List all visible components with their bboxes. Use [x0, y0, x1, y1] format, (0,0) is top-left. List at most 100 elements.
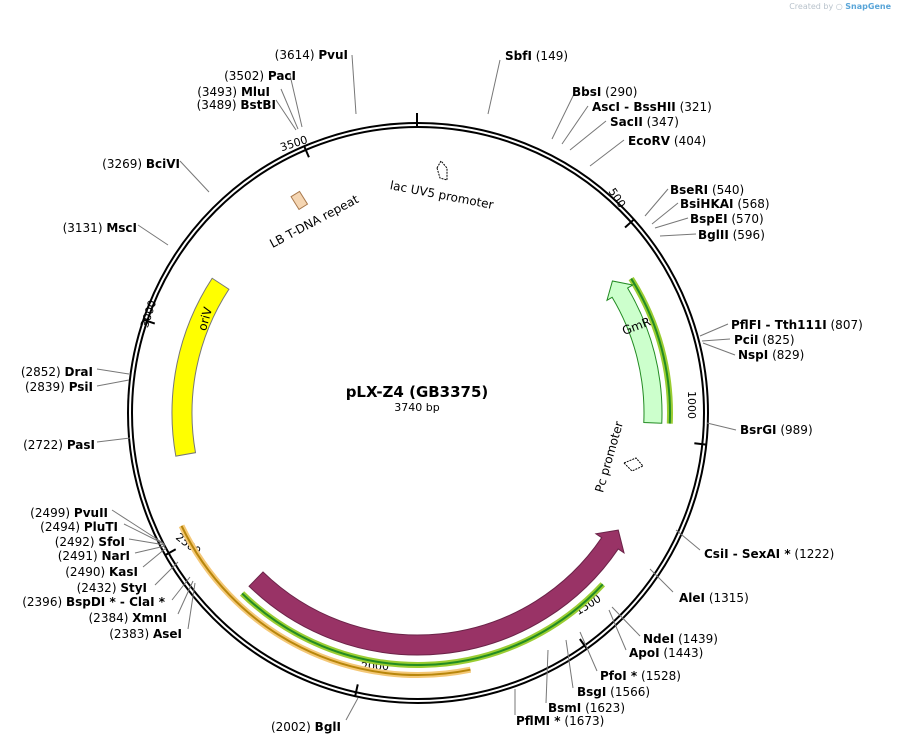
enzyme-leader-line: [487, 59, 501, 115]
enzyme-name: EcoRV: [628, 134, 671, 148]
feature-lb-tdna-repeat[interactable]: LB T-DNA repeat: [267, 190, 361, 251]
enzyme-leader-line: [561, 105, 589, 145]
enzyme-position: (2396): [22, 595, 62, 609]
enzyme-site-sacii[interactable]: SacII (347): [569, 115, 679, 151]
tick-mark: [579, 638, 588, 650]
enzyme-site-sfoi[interactable]: (2492) SfoI: [55, 535, 166, 549]
enzyme-leader-line: [345, 697, 359, 721]
enzyme-position: (2383): [109, 627, 149, 641]
feature-gmr[interactable]: GmR: [606, 276, 673, 424]
enzyme-leader-line: [545, 649, 549, 704]
enzyme-leader-line: [659, 233, 697, 237]
enzyme-site-xmni[interactable]: (2384) XmnI: [89, 580, 194, 625]
enzyme-site-bsmi[interactable]: BsmI (1623): [545, 649, 625, 715]
enzyme-leader-line: [579, 631, 598, 672]
feature-trfa[interactable]: trfA: [178, 524, 625, 678]
snapgene-logo-icon: ○: [835, 2, 843, 11]
snapgene-credit: Created by ○ SnapGene: [789, 2, 891, 11]
enzyme-site-msci[interactable]: (3131) MscI: [63, 221, 169, 246]
enzyme-name: SacII: [610, 115, 643, 129]
enzyme-leader-line: [134, 545, 166, 554]
oriv-bar: [171, 277, 230, 457]
enzyme-position: (2002): [271, 720, 311, 734]
enzyme-leader-line: [699, 323, 729, 337]
enzyme-site-bspei[interactable]: BspEI (570): [654, 212, 764, 229]
credit-brand: SnapGene: [845, 2, 891, 11]
enzyme-leader-line: [649, 568, 674, 593]
enzyme-site-csii-sexai[interactable]: CsiI - SexAI * (1222): [675, 529, 834, 561]
feature-oriv[interactable]: oriV: [171, 277, 230, 457]
enzyme-site-asci-bsshii[interactable]: AscI - BssHII (321): [561, 100, 712, 145]
tick-mark: [164, 548, 177, 557]
enzyme-label: AleI (1315): [679, 591, 749, 605]
enzyme-site-psii[interactable]: (2839) PsiI: [25, 379, 130, 394]
enzyme-name: ApoI: [629, 646, 660, 660]
enzyme-name: BbsI: [572, 85, 601, 99]
enzyme-site-pcii[interactable]: PciI (825): [701, 333, 795, 347]
enzyme-name: PvuI: [318, 48, 348, 62]
enzyme-site-nari[interactable]: (2491) NarI: [58, 545, 166, 563]
enzyme-site-ecorv[interactable]: EcoRV (404): [589, 134, 706, 167]
enzyme-label: (2492) SfoI: [55, 535, 125, 549]
lb-repeat-label: LB T-DNA repeat: [267, 192, 361, 251]
enzyme-site-bcivi[interactable]: (3269) BciVI: [102, 157, 210, 193]
enzyme-leader-line: [351, 54, 357, 115]
enzyme-leader-line: [644, 188, 669, 217]
enzyme-label: NspI (829): [738, 348, 804, 362]
enzyme-site-apoi[interactable]: ApoI (1443): [608, 609, 703, 660]
enzyme-position: (2490): [65, 565, 105, 579]
trfa-track: [241, 583, 604, 667]
enzyme-site-bseri[interactable]: BseRI (540): [644, 183, 744, 217]
enzyme-site-bsihkai[interactable]: BsiHKAI (568): [651, 197, 770, 225]
enzyme-site-styi[interactable]: (2432) StyI: [77, 561, 179, 595]
enzyme-site-kasi[interactable]: (2490) KasI: [65, 547, 167, 579]
enzyme-name: NdeI: [643, 632, 674, 646]
enzyme-site-alei[interactable]: AleI (1315): [649, 568, 749, 605]
enzyme-site-sbfi[interactable]: SbfI (149): [487, 49, 568, 115]
enzyme-site-bsrgi[interactable]: BsrGI (989): [706, 422, 813, 437]
enzyme-site-asei[interactable]: (2383) AseI: [109, 582, 196, 641]
enzyme-position: (829): [772, 348, 804, 362]
enzyme-site-mlui[interactable]: (3493) MluI: [197, 85, 299, 130]
enzyme-site-pluti[interactable]: (2494) PluTI: [40, 520, 165, 545]
enzyme-site-bbsi[interactable]: BbsI (290): [551, 85, 637, 140]
enzyme-leader-line: [128, 538, 166, 546]
enzyme-site-bspdi-clai[interactable]: (2396) BspDI * - ClaI *: [22, 576, 191, 609]
enzyme-site-pflfi-tth111i[interactable]: PflFI - Tth111I (807): [699, 318, 863, 337]
enzyme-label: (3502) PacI: [224, 69, 296, 83]
enzyme-site-bsgi[interactable]: BsgI (1566): [565, 639, 650, 699]
enzyme-position: (2432): [77, 581, 117, 595]
feature-lac-uv5-promoter[interactable]: lac UV5 promoter: [389, 160, 495, 212]
enzyme-site-drai[interactable]: (2852) DraI: [21, 365, 130, 379]
enzyme-site-pvui[interactable]: (3614) PvuI: [275, 48, 357, 115]
enzyme-site-bgli[interactable]: (2002) BglI: [271, 697, 359, 734]
enzyme-name: PasI: [67, 438, 95, 452]
enzyme-position: (825): [762, 333, 794, 347]
enzyme-site-nspi[interactable]: NspI (829): [702, 342, 804, 362]
enzyme-name: DraI: [65, 365, 93, 379]
feature-pc-promoter[interactable]: Pc promoter: [592, 420, 644, 494]
enzyme-site-pfoi[interactable]: PfoI * (1528): [579, 631, 681, 683]
enzyme-leader-line: [123, 523, 165, 545]
enzyme-site-pasi[interactable]: (2722) PasI: [23, 437, 131, 452]
enzyme-name: BsgI: [577, 685, 606, 699]
enzyme-position: (404): [674, 134, 706, 148]
tick-mark: [143, 318, 156, 325]
enzyme-site-paci[interactable]: (3502) PacI: [224, 69, 303, 128]
enzyme-label: BspEI (570): [690, 212, 764, 226]
enzyme-label: (2002) BglI: [271, 720, 341, 734]
enzyme-leader-line: [96, 379, 130, 387]
enzyme-position: (1315): [709, 591, 749, 605]
enzyme-site-bglii[interactable]: BglII (596): [659, 228, 765, 242]
tick-label: 3000: [138, 299, 159, 330]
enzyme-site-pflmi[interactable]: PflMI * (1673): [514, 689, 604, 728]
gmr-arrow: [606, 280, 663, 424]
enzyme-position: (290): [605, 85, 637, 99]
enzyme-leader-line: [142, 547, 167, 568]
enzyme-site-ndei[interactable]: NdeI (1439): [611, 606, 718, 646]
gmr-track: [630, 278, 671, 424]
enzyme-name: PvuII: [74, 506, 108, 520]
enzyme-site-bstbi[interactable]: (3489) BstBI: [197, 98, 297, 131]
enzyme-site-pvuii[interactable]: (2499) PvuII: [30, 506, 164, 544]
trfa-outer-track: [180, 525, 471, 676]
